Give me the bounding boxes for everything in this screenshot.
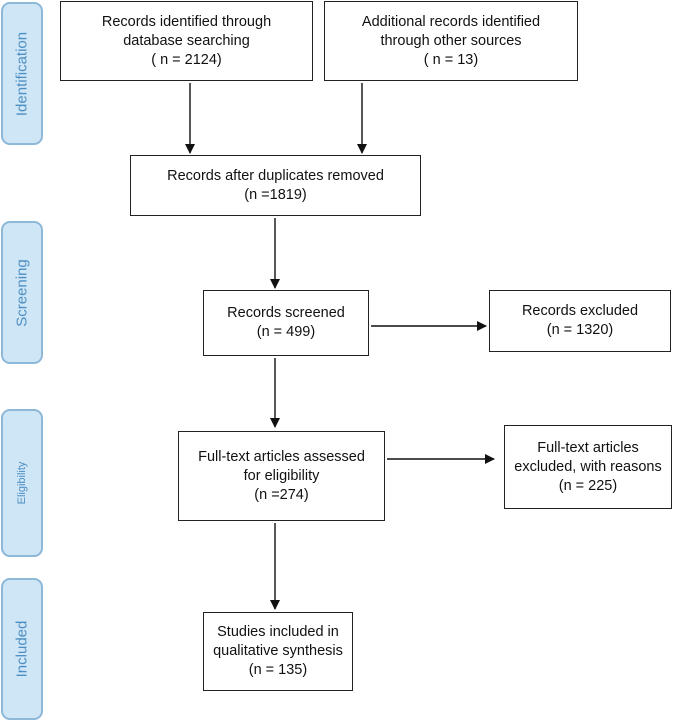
- other-records-count: ( n = 13): [423, 51, 479, 68]
- included-studies-count: (n = 135): [248, 662, 308, 678]
- other-records-line2: through other sources: [380, 32, 522, 49]
- fulltext-excluded-count: (n = 225): [558, 477, 618, 494]
- fulltext-assessed-line1: Full-text articles assessed: [198, 448, 365, 465]
- database-records-box: Records identified through database sear…: [60, 1, 313, 81]
- fulltext-excluded-line2: excluded, with reasons: [514, 458, 662, 475]
- database-records-count: ( n = 2124): [151, 51, 222, 68]
- excluded-line1: Records excluded: [521, 303, 639, 319]
- database-records-line2: database searching: [123, 32, 250, 49]
- fulltext-assessed-line2: for eligibility: [243, 467, 320, 484]
- included-studies-box: Studies included in qualitative synthesi…: [203, 612, 353, 691]
- stage-eligibility: Eligibility: [1, 409, 43, 557]
- included-studies-line1: Studies included in: [217, 624, 339, 640]
- stage-identification: Identification: [1, 2, 43, 145]
- excluded-box: Records excluded (n = 1320): [489, 290, 671, 352]
- after-duplicates-box: Records after duplicates removed (n =181…: [130, 155, 421, 216]
- screened-line1: Records screened: [227, 305, 345, 321]
- included-studies-line2: qualitative synthesis: [213, 643, 343, 659]
- other-records-line1: Additional records identified: [361, 13, 541, 30]
- fulltext-assessed-count: (n =274): [254, 486, 309, 503]
- fulltext-excluded-box: Full-text articles excluded, with reason…: [504, 425, 672, 509]
- stage-screening: Screening: [1, 221, 43, 364]
- database-records-line1: Records identified through: [101, 13, 272, 30]
- fulltext-excluded-line1: Full-text articles: [537, 439, 639, 456]
- fulltext-assessed-box: Full-text articles assessed for eligibil…: [178, 431, 385, 521]
- after-duplicates-line1: Records after duplicates removed: [167, 167, 384, 184]
- stage-included: Included: [1, 578, 43, 720]
- screened-count: (n = 499): [256, 324, 316, 340]
- other-records-box: Additional records identified through ot…: [324, 1, 578, 81]
- after-duplicates-count: (n =1819): [244, 186, 307, 203]
- excluded-count: (n = 1320): [546, 322, 614, 338]
- screened-box: Records screened (n = 499): [203, 290, 369, 356]
